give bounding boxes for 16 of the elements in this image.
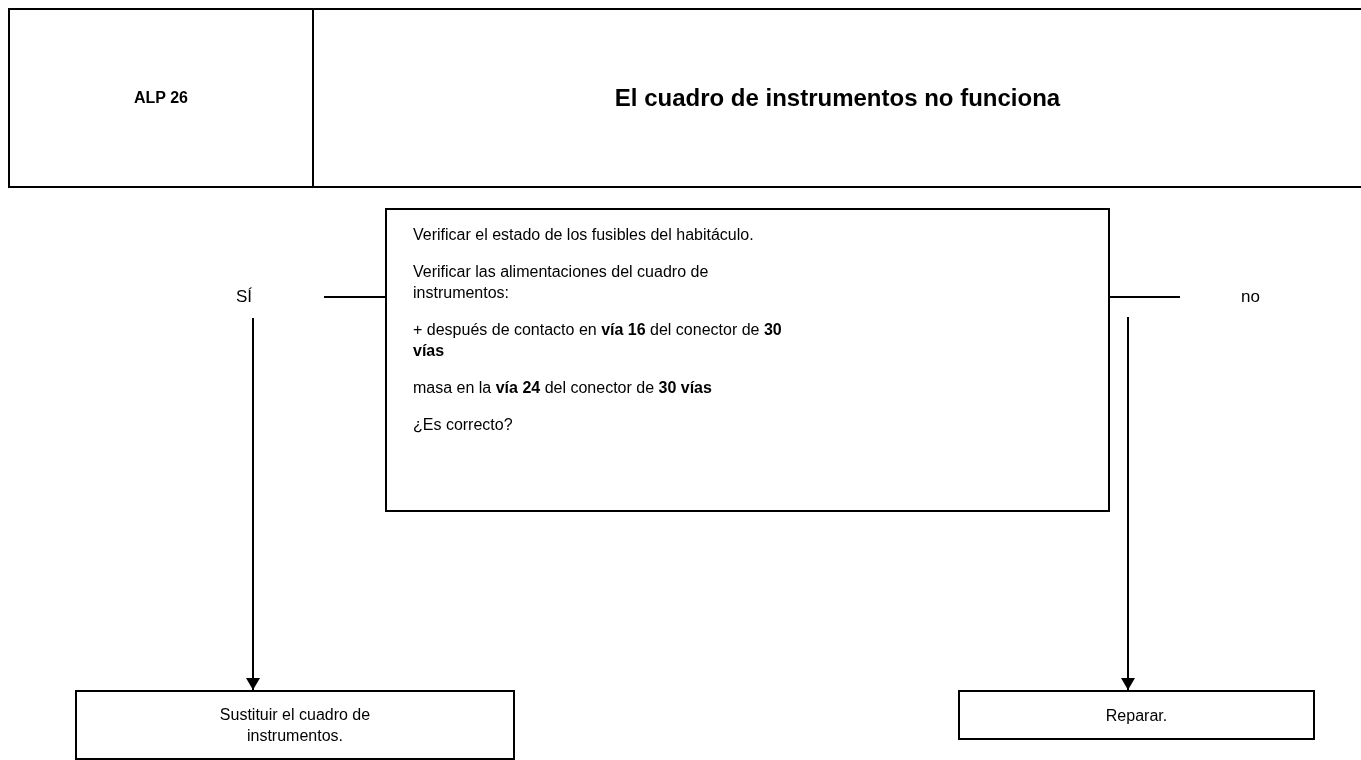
title: El cuadro de instrumentos no funciona: [614, 83, 1061, 113]
answer-label: SÍ: [236, 286, 324, 308]
answer-label: no: [1180, 286, 1260, 308]
instruction-text: masa en la vía 24 del conector de 30 vías: [413, 378, 713, 398]
instruction-text: Verificar el estado de los fusibles del habitáculo.: [413, 225, 755, 245]
arrow: [246, 317, 260, 691]
action-box: Reparar.: [958, 690, 1315, 740]
arrow: [1121, 316, 1135, 691]
connector-line: [323, 296, 386, 298]
instruction-text: ¿Es correcto?: [413, 415, 514, 435]
connector-line: [1109, 296, 1181, 298]
action-box: Sustituir el cuadro de instrumentos.: [75, 690, 515, 760]
question-box: [385, 208, 1110, 512]
instruction-text: + después de contacto en vía 16 del conector de 30 vías: [413, 320, 783, 361]
code-label: ALP 26: [134, 88, 188, 108]
instruction-text: Verificar las alimentaciones del cuadro de instrumentos:: [413, 262, 710, 303]
